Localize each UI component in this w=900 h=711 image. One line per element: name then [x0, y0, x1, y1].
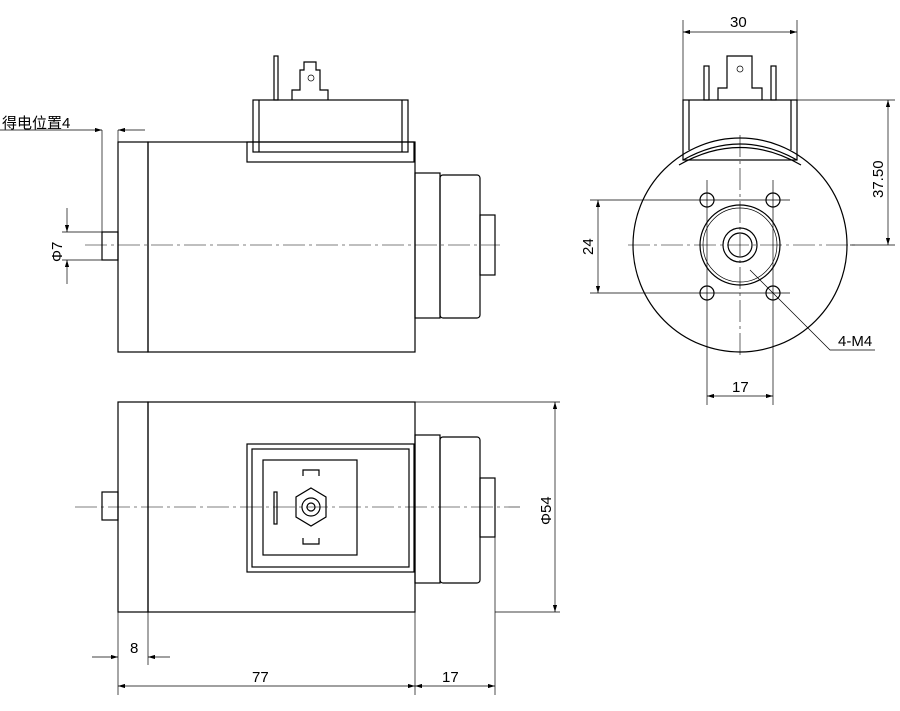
energized-position-label: 得电位置4 — [2, 115, 71, 132]
hole-spacing-horizontal-label: 17 — [732, 379, 749, 396]
height-label: 37.50 — [870, 160, 887, 198]
top-view — [75, 401, 560, 695]
connector-width-label: 30 — [730, 14, 747, 31]
body-length-label: 77 — [252, 669, 269, 686]
body-diameter-label: Φ54 — [538, 496, 555, 525]
mounting-holes-label: 4-M4 — [838, 333, 873, 350]
cap-length-label: 8 — [130, 640, 139, 657]
hole-spacing-vertical-label: 24 — [580, 238, 597, 255]
nose-length-label: 17 — [442, 669, 459, 686]
front-view — [0, 55, 500, 353]
end-view — [590, 20, 895, 405]
shaft-diameter-label: Φ7 — [49, 241, 66, 262]
